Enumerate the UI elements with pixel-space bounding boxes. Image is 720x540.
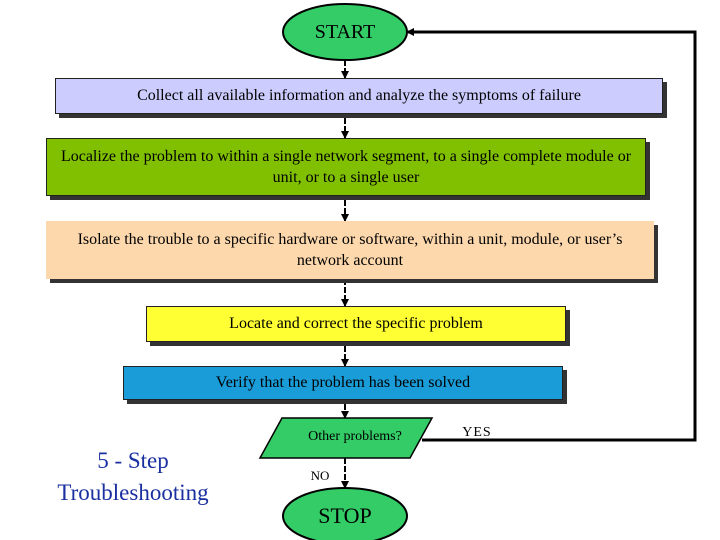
caption-title: 5 - Step Troubleshooting	[22, 444, 244, 510]
step-5-box: Verify that the problem has been solved	[123, 366, 563, 400]
yes-label: YES	[462, 425, 492, 440]
step-4-box: Locate and correct the specific problem	[146, 306, 566, 342]
stop-terminal	[282, 487, 408, 540]
stop-label: STOP	[318, 503, 372, 528]
step-1-box: Collect all available information and an…	[55, 78, 663, 114]
no-label: NO	[310, 468, 330, 483]
yes-loop-line	[406, 28, 697, 442]
caption-line-2: Troubleshooting	[57, 480, 209, 505]
start-label: START	[314, 20, 376, 43]
step-2-box: Localize the problem to within a single …	[46, 138, 646, 196]
step-3-box: Isolate the trouble to a specific hardwa…	[46, 221, 654, 279]
caption-line-1: 5 - Step	[97, 448, 169, 473]
decision-shape	[258, 417, 434, 459]
decision-label: Other problems?	[308, 429, 402, 444]
